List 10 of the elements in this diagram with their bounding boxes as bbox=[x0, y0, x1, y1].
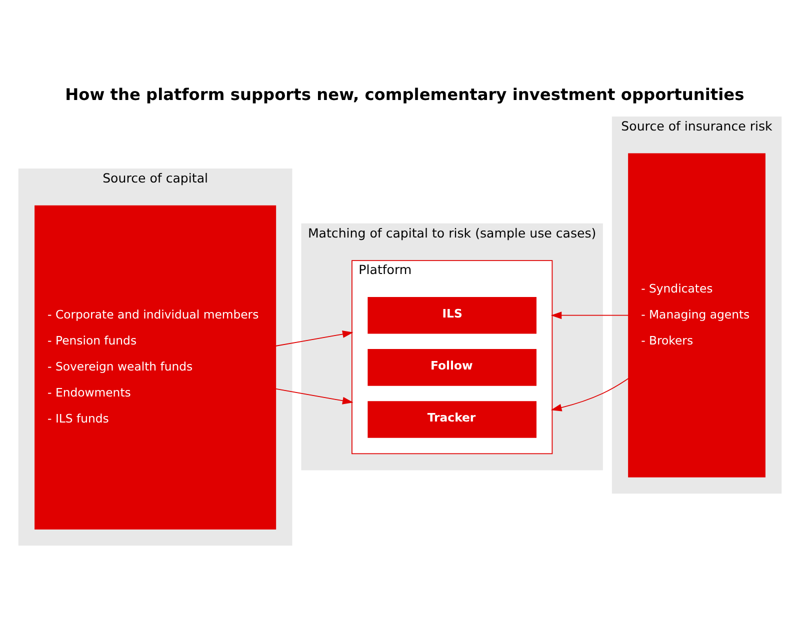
node-box: - Corporate and individual members - Pension funds - Sovereign wealth funds - Endowments - ILS funds bbox=[34, 205, 276, 530]
node-box: Tracker bbox=[368, 401, 536, 438]
arrow bbox=[275, 388, 354, 404]
arrow bbox=[275, 330, 354, 346]
node-box: Follow bbox=[368, 349, 536, 386]
diagram-title: How the platform supports new, complementary investment opportunities bbox=[65, 85, 744, 104]
node-box: - Syndicates - Managing agents - Brokers bbox=[628, 153, 766, 478]
node-box: ILS bbox=[368, 296, 536, 334]
arrow bbox=[550, 378, 629, 412]
arrow bbox=[550, 312, 629, 320]
